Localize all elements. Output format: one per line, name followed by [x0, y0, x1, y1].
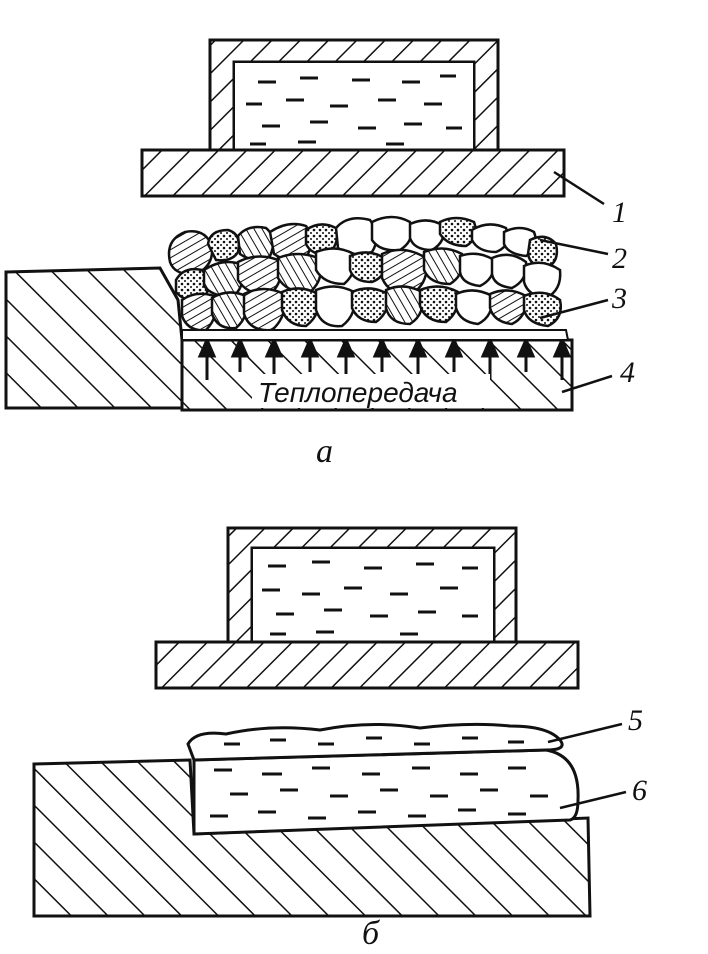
heat-label-bg — [252, 374, 490, 408]
slag-5-dashes — [224, 736, 524, 746]
crucible-liquid-a — [233, 61, 475, 153]
leader-5 — [547, 722, 623, 744]
panel-a: Теплопередача — [4, 38, 613, 412]
leader-3 — [539, 298, 609, 320]
leader-2 — [539, 238, 609, 256]
caption-a: а — [316, 433, 333, 470]
labels: 1 2 3 4 а 5 6 б — [316, 196, 647, 952]
leader-6 — [559, 790, 627, 810]
charge-bottom — [181, 329, 570, 341]
heat-arrows — [197, 336, 572, 380]
heat-label: Теплопередача — [258, 377, 458, 408]
leader-4 — [561, 374, 613, 394]
crucible-a — [208, 38, 500, 154]
crucible-liquid-b — [251, 547, 495, 643]
leader-1 — [553, 170, 605, 206]
plate-1 — [140, 148, 566, 198]
crucible-liquid-dashes-a — [246, 74, 462, 146]
melt-6 — [192, 748, 580, 836]
callout-4: 4 — [620, 356, 635, 389]
base-b — [32, 758, 592, 918]
melt-6-dashes — [210, 766, 548, 820]
caption-b: б — [362, 915, 381, 952]
crucible-liquid-dashes-b — [262, 560, 478, 636]
callout-1: 1 — [612, 196, 627, 229]
callout-5: 5 — [628, 704, 643, 737]
callout-6: 6 — [632, 774, 647, 807]
callout-2: 2 — [612, 242, 627, 275]
crucible-b — [226, 526, 518, 644]
plate-b — [154, 640, 580, 690]
callout-3: 3 — [611, 282, 627, 315]
panel-b — [32, 526, 627, 918]
charge-lumps — [167, 215, 562, 332]
